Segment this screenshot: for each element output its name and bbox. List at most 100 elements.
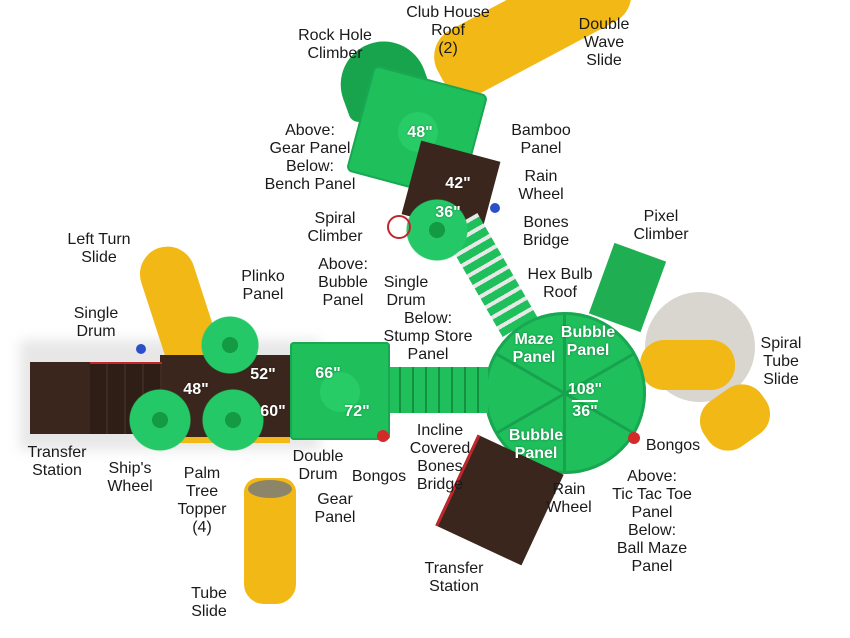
text: Topper bbox=[177, 501, 227, 518]
text: Panel bbox=[242, 286, 284, 303]
text: Panel bbox=[520, 140, 562, 157]
text: Station bbox=[429, 578, 479, 595]
text: Above: bbox=[627, 468, 677, 485]
text: Incline bbox=[416, 422, 464, 439]
text: Slide bbox=[191, 603, 227, 620]
text: Below: bbox=[403, 310, 453, 327]
text: Double bbox=[578, 16, 630, 33]
text: Panel bbox=[514, 445, 558, 462]
text: Wheel bbox=[546, 499, 592, 516]
text: Spiral bbox=[760, 335, 802, 352]
label-bones-bridge: Bones Bridge bbox=[523, 214, 569, 250]
text: Bridge bbox=[416, 476, 464, 493]
text: Below: bbox=[285, 158, 335, 175]
text: Wheel bbox=[518, 186, 564, 203]
fraction-divider bbox=[571, 400, 599, 402]
text: Bamboo bbox=[511, 122, 571, 139]
text: Rain bbox=[524, 168, 558, 185]
label-spiral-climber: Spiral Climber bbox=[307, 210, 362, 246]
text: Single bbox=[383, 274, 429, 291]
text: Tic Tac Toe bbox=[612, 486, 692, 503]
text: Above: bbox=[285, 122, 335, 139]
text: Gear Panel bbox=[269, 140, 351, 157]
text: (2) bbox=[438, 40, 458, 57]
dimension-club-house-roof: 48" bbox=[407, 124, 433, 141]
label-rain-wheel-top: Rain Wheel bbox=[518, 168, 563, 204]
label-spiral-tube-slide: Spiral Tube Slide bbox=[761, 335, 802, 389]
label-pixel-climber: Pixel Climber bbox=[633, 208, 688, 244]
text: Panel bbox=[322, 292, 364, 309]
label-incline-covered-bones-bridge: Incline Covered Bones Bridge bbox=[410, 422, 470, 494]
text: Rain bbox=[552, 481, 586, 498]
middle-roof-center bbox=[320, 372, 360, 412]
label-tic-tac-toe-ball-maze: Above: Tic Tac Toe Panel Below: Ball Maz… bbox=[612, 468, 692, 576]
label-club-house-roof: Club House Roof (2) bbox=[406, 4, 490, 58]
transfer-station-left bbox=[30, 362, 90, 434]
tube-slide-opening bbox=[248, 480, 292, 498]
text: Panel bbox=[314, 509, 356, 526]
text: Rock Hole bbox=[298, 27, 372, 44]
text: Wheel bbox=[107, 478, 153, 495]
text: Palm bbox=[183, 465, 221, 482]
palm-tree-topper-1 bbox=[195, 310, 265, 380]
text: Plinko bbox=[241, 268, 285, 285]
dimension-deck-upper: 42" bbox=[445, 175, 471, 192]
label-rain-wheel-bottom: Rain Wheel bbox=[546, 481, 591, 517]
label-transfer-station-bottom: Transfer Station bbox=[425, 560, 484, 596]
text: Roof bbox=[431, 22, 465, 39]
label-gear-bench-panel: Above: Gear Panel Below: Bench Panel bbox=[265, 122, 356, 194]
text: Club House bbox=[406, 4, 490, 21]
text: Tube bbox=[763, 353, 799, 370]
palm-tree-topper-2 bbox=[125, 385, 195, 455]
dimension-hex-roof-top: 108" bbox=[567, 381, 603, 398]
text: Hex Bulb bbox=[527, 266, 593, 283]
label-plinko-panel: Plinko Panel bbox=[241, 268, 285, 304]
text: (4) bbox=[192, 519, 212, 536]
text: Bench Panel bbox=[264, 176, 356, 193]
label-bubble-panel-above: Above: Bubble Panel bbox=[318, 256, 368, 310]
label-single-drum-left: Single Drum bbox=[74, 305, 118, 341]
text: Bongos bbox=[351, 468, 407, 485]
text: Gear bbox=[317, 491, 353, 508]
text: Bubble bbox=[560, 324, 616, 341]
label-rock-hole-climber: Rock Hole Climber bbox=[298, 27, 372, 63]
label-stump-store-panel: Below: Stump Store Panel bbox=[384, 310, 473, 364]
label-double-wave-slide: Double Wave Slide bbox=[579, 16, 630, 70]
text: Bones bbox=[417, 458, 463, 475]
text: Bubble bbox=[508, 427, 564, 444]
text: Roof bbox=[543, 284, 577, 301]
text: Climber bbox=[307, 45, 363, 62]
roof-label-maze-panel: Maze Panel bbox=[513, 331, 556, 367]
roof-label-bubble-panel-bottom: Bubble Panel bbox=[509, 427, 563, 463]
text: Covered bbox=[409, 440, 471, 457]
label-hex-bulb-roof: Hex Bulb Roof bbox=[528, 266, 593, 302]
dimension-deck-left-a: 48" bbox=[183, 381, 209, 398]
text: Above: bbox=[318, 256, 368, 273]
text: Transfer bbox=[424, 560, 484, 577]
label-single-drum-mid: Single Drum bbox=[384, 274, 428, 310]
text: Panel bbox=[566, 342, 610, 359]
text: Double bbox=[292, 448, 344, 465]
label-ships-wheel: Ship's Wheel bbox=[107, 460, 152, 496]
incline-covered-bones-bridge bbox=[388, 367, 488, 413]
rain-wheel-top-icon bbox=[490, 203, 500, 213]
label-bamboo-panel: Bamboo Panel bbox=[511, 122, 571, 158]
text: Slide bbox=[81, 249, 117, 266]
tube-slide bbox=[244, 478, 296, 604]
label-tube-slide: Tube Slide bbox=[191, 585, 227, 621]
text: Below: bbox=[627, 522, 677, 539]
single-drum-left-icon bbox=[136, 344, 146, 354]
text: Ship's bbox=[108, 460, 152, 477]
text: Tree bbox=[185, 483, 219, 500]
dimension-roof-mid-a: 66" bbox=[315, 365, 341, 382]
label-transfer-station-left: Transfer Station bbox=[28, 444, 87, 480]
text: Slide bbox=[763, 371, 799, 388]
text: Climber bbox=[307, 228, 363, 245]
text: Bubble bbox=[318, 274, 368, 291]
text: Panel bbox=[631, 558, 673, 575]
label-double-drum: Double Drum bbox=[293, 448, 344, 484]
label-left-turn-slide: Left Turn Slide bbox=[67, 231, 130, 267]
dimension-roof-mid-b: 72" bbox=[344, 403, 370, 420]
dimension-hex-roof-bottom: 36" bbox=[572, 403, 598, 420]
label-bongos-mid: Bongos bbox=[352, 468, 406, 486]
